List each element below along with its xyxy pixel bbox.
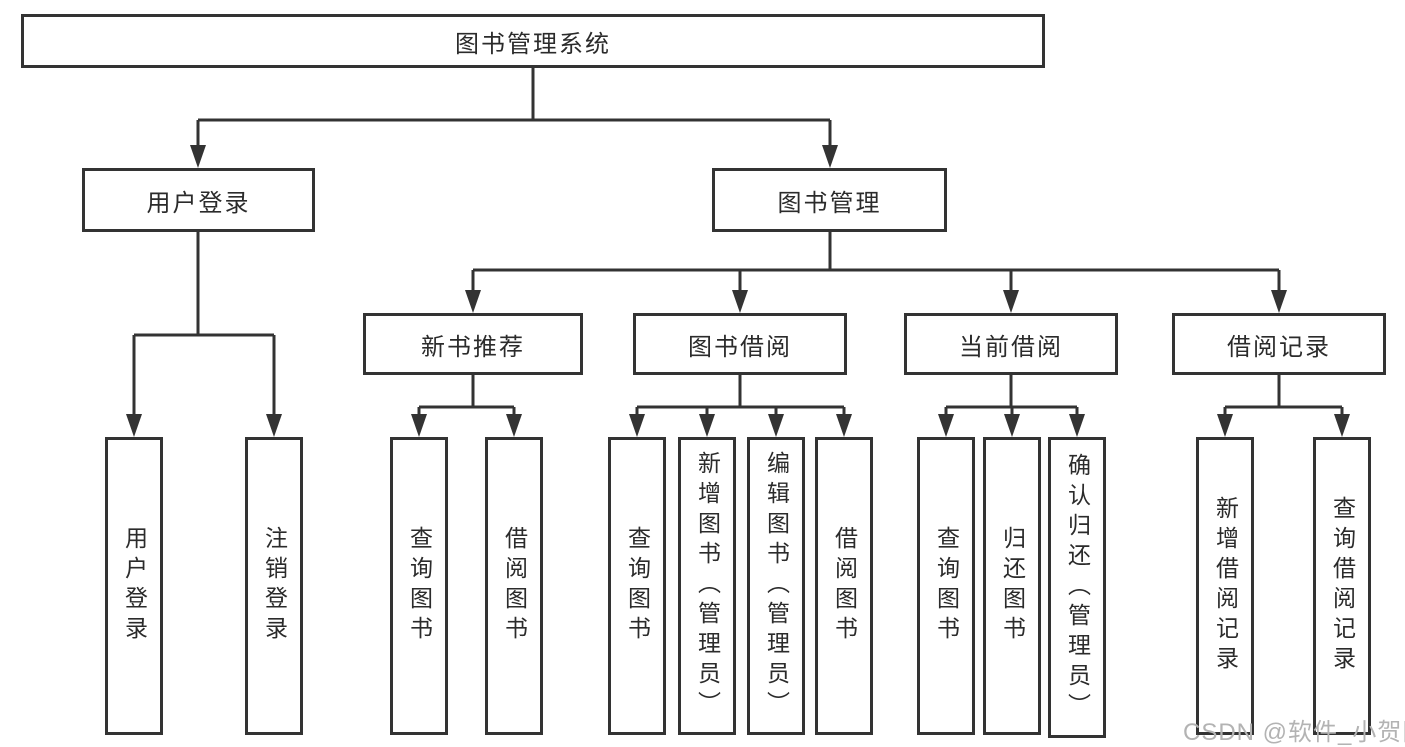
- csdn-watermark: CSDN @软件_小贺同学: [1183, 719, 1405, 746]
- leaf-return-book-label: 归还图书: [999, 526, 1026, 646]
- leaf-borrow-books-2-label: 借阅图书: [831, 526, 858, 646]
- node-book-borrow-label: 图书借阅: [688, 333, 792, 361]
- leaf-borrow-books-1: 借阅图书: [485, 437, 543, 735]
- node-borrow-records: 借阅记录: [1172, 313, 1386, 375]
- leaf-query-borrow-record-label: 查询借阅记录: [1329, 496, 1356, 676]
- root-node-library-system: 图书管理系统: [21, 14, 1045, 68]
- leaf-confirm-return-admin: 确认归还（管理员）: [1048, 437, 1106, 738]
- node-current-borrow: 当前借阅: [904, 313, 1118, 375]
- leaf-query-books-3: 查询图书: [917, 437, 975, 735]
- leaf-edit-book-admin-label: 编辑图书（管理员）: [763, 451, 790, 721]
- leaf-logout: 注销登录: [245, 437, 303, 735]
- root-node-label: 图书管理系统: [455, 30, 611, 58]
- leaf-add-book-admin-label: 新增图书（管理员）: [694, 451, 721, 721]
- node-borrow-records-label: 借阅记录: [1227, 333, 1331, 361]
- node-new-book-recommend: 新书推荐: [363, 313, 583, 375]
- leaf-return-book: 归还图书: [983, 437, 1041, 735]
- leaf-borrow-books-1-label: 借阅图书: [501, 526, 528, 646]
- leaf-user-login-label: 用户登录: [121, 526, 148, 646]
- leaf-query-books-2-label: 查询图书: [624, 526, 651, 646]
- leaf-query-books-1-label: 查询图书: [406, 526, 433, 646]
- leaf-edit-book-admin: 编辑图书（管理员）: [747, 437, 805, 735]
- node-book-borrow: 图书借阅: [633, 313, 847, 375]
- leaf-add-borrow-record: 新增借阅记录: [1196, 437, 1254, 735]
- leaf-borrow-books-2: 借阅图书: [815, 437, 873, 735]
- node-current-borrow-label: 当前借阅: [959, 333, 1063, 361]
- leaf-query-borrow-record: 查询借阅记录: [1313, 437, 1371, 735]
- node-new-book-recommend-label: 新书推荐: [421, 333, 525, 361]
- node-book-management: 图书管理: [712, 168, 947, 232]
- leaf-query-books-2: 查询图书: [608, 437, 666, 735]
- node-user-login: 用户登录: [82, 168, 315, 232]
- leaf-add-book-admin: 新增图书（管理员）: [678, 437, 736, 735]
- node-book-management-label: 图书管理: [777, 189, 882, 217]
- leaf-user-login: 用户登录: [105, 437, 163, 735]
- leaf-query-books-3-label: 查询图书: [933, 526, 960, 646]
- leaf-query-books-1: 查询图书: [390, 437, 448, 735]
- node-user-login-label: 用户登录: [146, 189, 251, 217]
- leaf-logout-label: 注销登录: [261, 526, 288, 646]
- leaf-add-borrow-record-label: 新增借阅记录: [1212, 496, 1239, 676]
- leaf-confirm-return-admin-label: 确认归还（管理员）: [1064, 452, 1091, 723]
